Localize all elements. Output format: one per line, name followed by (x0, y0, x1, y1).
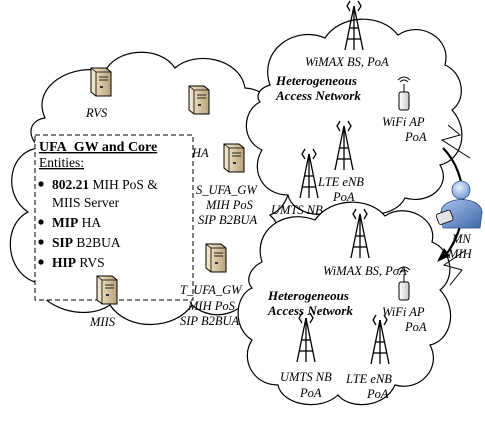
bottom-umts-label: UMTS NB (280, 370, 332, 384)
top-umts-label: UMTS NB (271, 203, 323, 217)
svg-text:MIP HA: MIP HA (52, 215, 101, 230)
ha-server-icon (188, 85, 210, 115)
svg-text:SIP B2BUA: SIP B2BUA (52, 235, 121, 250)
entities-box (34, 134, 194, 301)
top-wifi-label: WiFi AP (382, 115, 425, 129)
rvs-label: RVS (85, 106, 108, 120)
entity-item-hip: HIP RVS (38, 255, 105, 270)
t-ufa-gw-server-icon (205, 243, 227, 273)
top-wimax-label: WiMAX BS, PoA (305, 55, 389, 69)
t-ufa-gw-label: T_UFA_GW (180, 283, 243, 297)
bottom-access-cloud (237, 201, 452, 406)
handover-arrowhead-icon (437, 248, 450, 262)
rvs-server-icon (90, 67, 112, 97)
entities-label: Entities: (39, 155, 84, 170)
svg-text:802.21 MIH PoS &: 802.21 MIH PoS & (52, 177, 158, 192)
entity-item-cont: MIIS Server (52, 195, 120, 210)
bottom-network-title-line1: Heterogeneous (267, 288, 349, 303)
entity-item-text: RVS (76, 255, 105, 270)
s-ufa-gw-role1: MIH PoS (205, 198, 254, 212)
mobile-node-icon (435, 180, 483, 229)
svg-text:HIP RVS: HIP RVS (52, 255, 105, 270)
top-network-title-line1: Heterogeneous (275, 73, 357, 88)
bottom-lte-label: LTE eNB (345, 372, 392, 386)
miis-server-icon (96, 275, 118, 305)
entity-item-sip: SIP B2BUA (38, 235, 121, 250)
bottom-wifi-poa: PoA (404, 320, 427, 334)
bottom-wifi-label: WiFi AP (382, 305, 425, 319)
entity-item-80221: 802.21 MIH PoS & MIIS Server (38, 177, 158, 210)
entities-box-title: UFA_GW and Core (39, 140, 157, 155)
s-ufa-gw-role2: SIP B2BUA (198, 213, 257, 227)
bottom-lte-poa: PoA (366, 387, 389, 401)
entity-item-text: MIH PoS & (89, 177, 158, 192)
bottom-wireless-link-icon (442, 249, 467, 286)
s-ufa-gw-server-icon (223, 143, 245, 173)
top-lte-poa: PoA (332, 190, 355, 204)
mn-mih-label: MIH (447, 247, 473, 261)
top-access-cloud (245, 18, 463, 216)
bottom-wimax-label: WiMAX BS, PoA (323, 264, 407, 278)
entity-item-bold: SIP (52, 235, 73, 250)
entity-item-text: HA (78, 215, 101, 230)
s-ufa-gw-label: S_UFA_GW (196, 183, 258, 197)
entity-item-bold: 802.21 (52, 177, 89, 192)
mn-label: MN (451, 232, 471, 246)
bottom-network-title-line2: Access Network (267, 303, 353, 318)
entity-item-text: B2BUA (73, 235, 121, 250)
miis-label: MIIS (89, 315, 116, 329)
ha-label: HA (191, 146, 209, 160)
bottom-umts-poa: PoA (299, 386, 322, 400)
t-ufa-gw-role1: MIH PoS (187, 299, 236, 313)
top-wireless-link-icon (440, 124, 471, 159)
top-lte-label: LTE eNB (317, 175, 364, 189)
entity-item-bold: HIP (52, 255, 76, 270)
entity-item-mip: MIP HA (38, 215, 101, 230)
top-network-title-line2: Access Network (275, 88, 361, 103)
t-ufa-gw-role2: SIP B2BUA (180, 314, 239, 328)
entity-item-bold: MIP (52, 215, 78, 230)
top-wifi-poa: PoA (404, 130, 427, 144)
